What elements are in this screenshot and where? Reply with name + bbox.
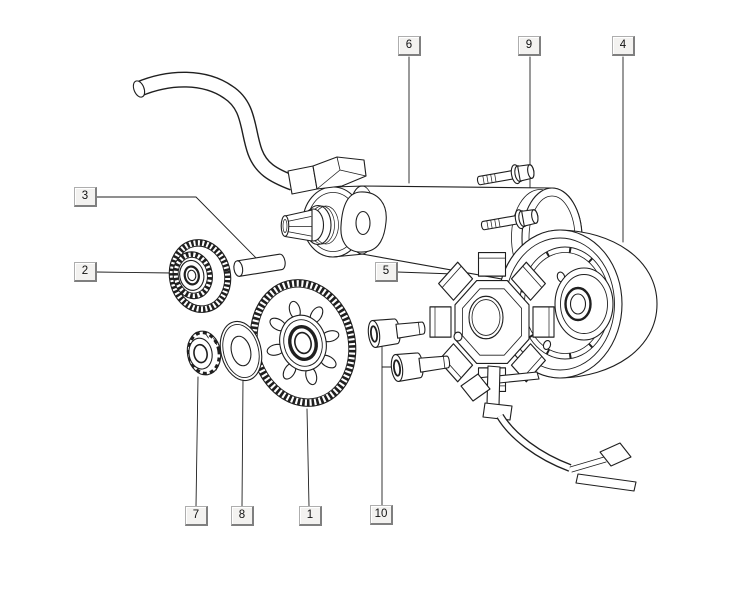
callout-part-10-label: 10 xyxy=(374,507,388,520)
callout-part-4[interactable]: 4 xyxy=(612,36,635,56)
callout-part-2-label: 2 xyxy=(81,264,89,277)
callout-part-6-label: 6 xyxy=(405,38,413,51)
callout-part-1[interactable]: 1 xyxy=(299,506,322,526)
callout-part-2[interactable]: 2 xyxy=(74,262,97,282)
leader-lines xyxy=(95,56,624,507)
callout-part-8-label: 8 xyxy=(238,508,246,521)
callout-part-3[interactable]: 3 xyxy=(74,187,97,207)
callout-part-9[interactable]: 9 xyxy=(518,36,541,56)
part-10-stator-bolts xyxy=(367,318,451,382)
callout-part-3-label: 3 xyxy=(81,189,89,202)
motor-power-cable xyxy=(132,71,296,191)
callout-part-10[interactable]: 10 xyxy=(370,505,393,525)
callout-part-7-label: 7 xyxy=(192,508,200,521)
part-7-lock-nut xyxy=(186,330,222,376)
part-5-stator xyxy=(429,251,555,393)
harness-connector-long xyxy=(575,473,637,492)
part-8-thrust-washer xyxy=(219,320,263,382)
stator-wiring-harness xyxy=(460,365,637,492)
part-3-idler-shaft-pin xyxy=(233,253,286,277)
callout-part-6[interactable]: 6 xyxy=(398,36,421,56)
callout-part-4-label: 4 xyxy=(619,38,627,51)
part-2-idler-gear xyxy=(168,239,232,313)
cable-terminal-block xyxy=(312,156,367,190)
callout-part-7[interactable]: 7 xyxy=(185,506,208,526)
part-4-flywheel-rotor xyxy=(497,229,658,379)
part-9-mount-bolts xyxy=(476,164,539,231)
harness-connector-small xyxy=(599,442,632,467)
callout-part-5[interactable]: 5 xyxy=(375,262,398,282)
callout-part-5-label: 5 xyxy=(382,264,390,277)
callout-part-8[interactable]: 8 xyxy=(231,506,254,526)
callout-part-9-label: 9 xyxy=(525,38,533,51)
callout-part-1-label: 1 xyxy=(306,508,314,521)
cable-ferrule xyxy=(287,165,318,195)
